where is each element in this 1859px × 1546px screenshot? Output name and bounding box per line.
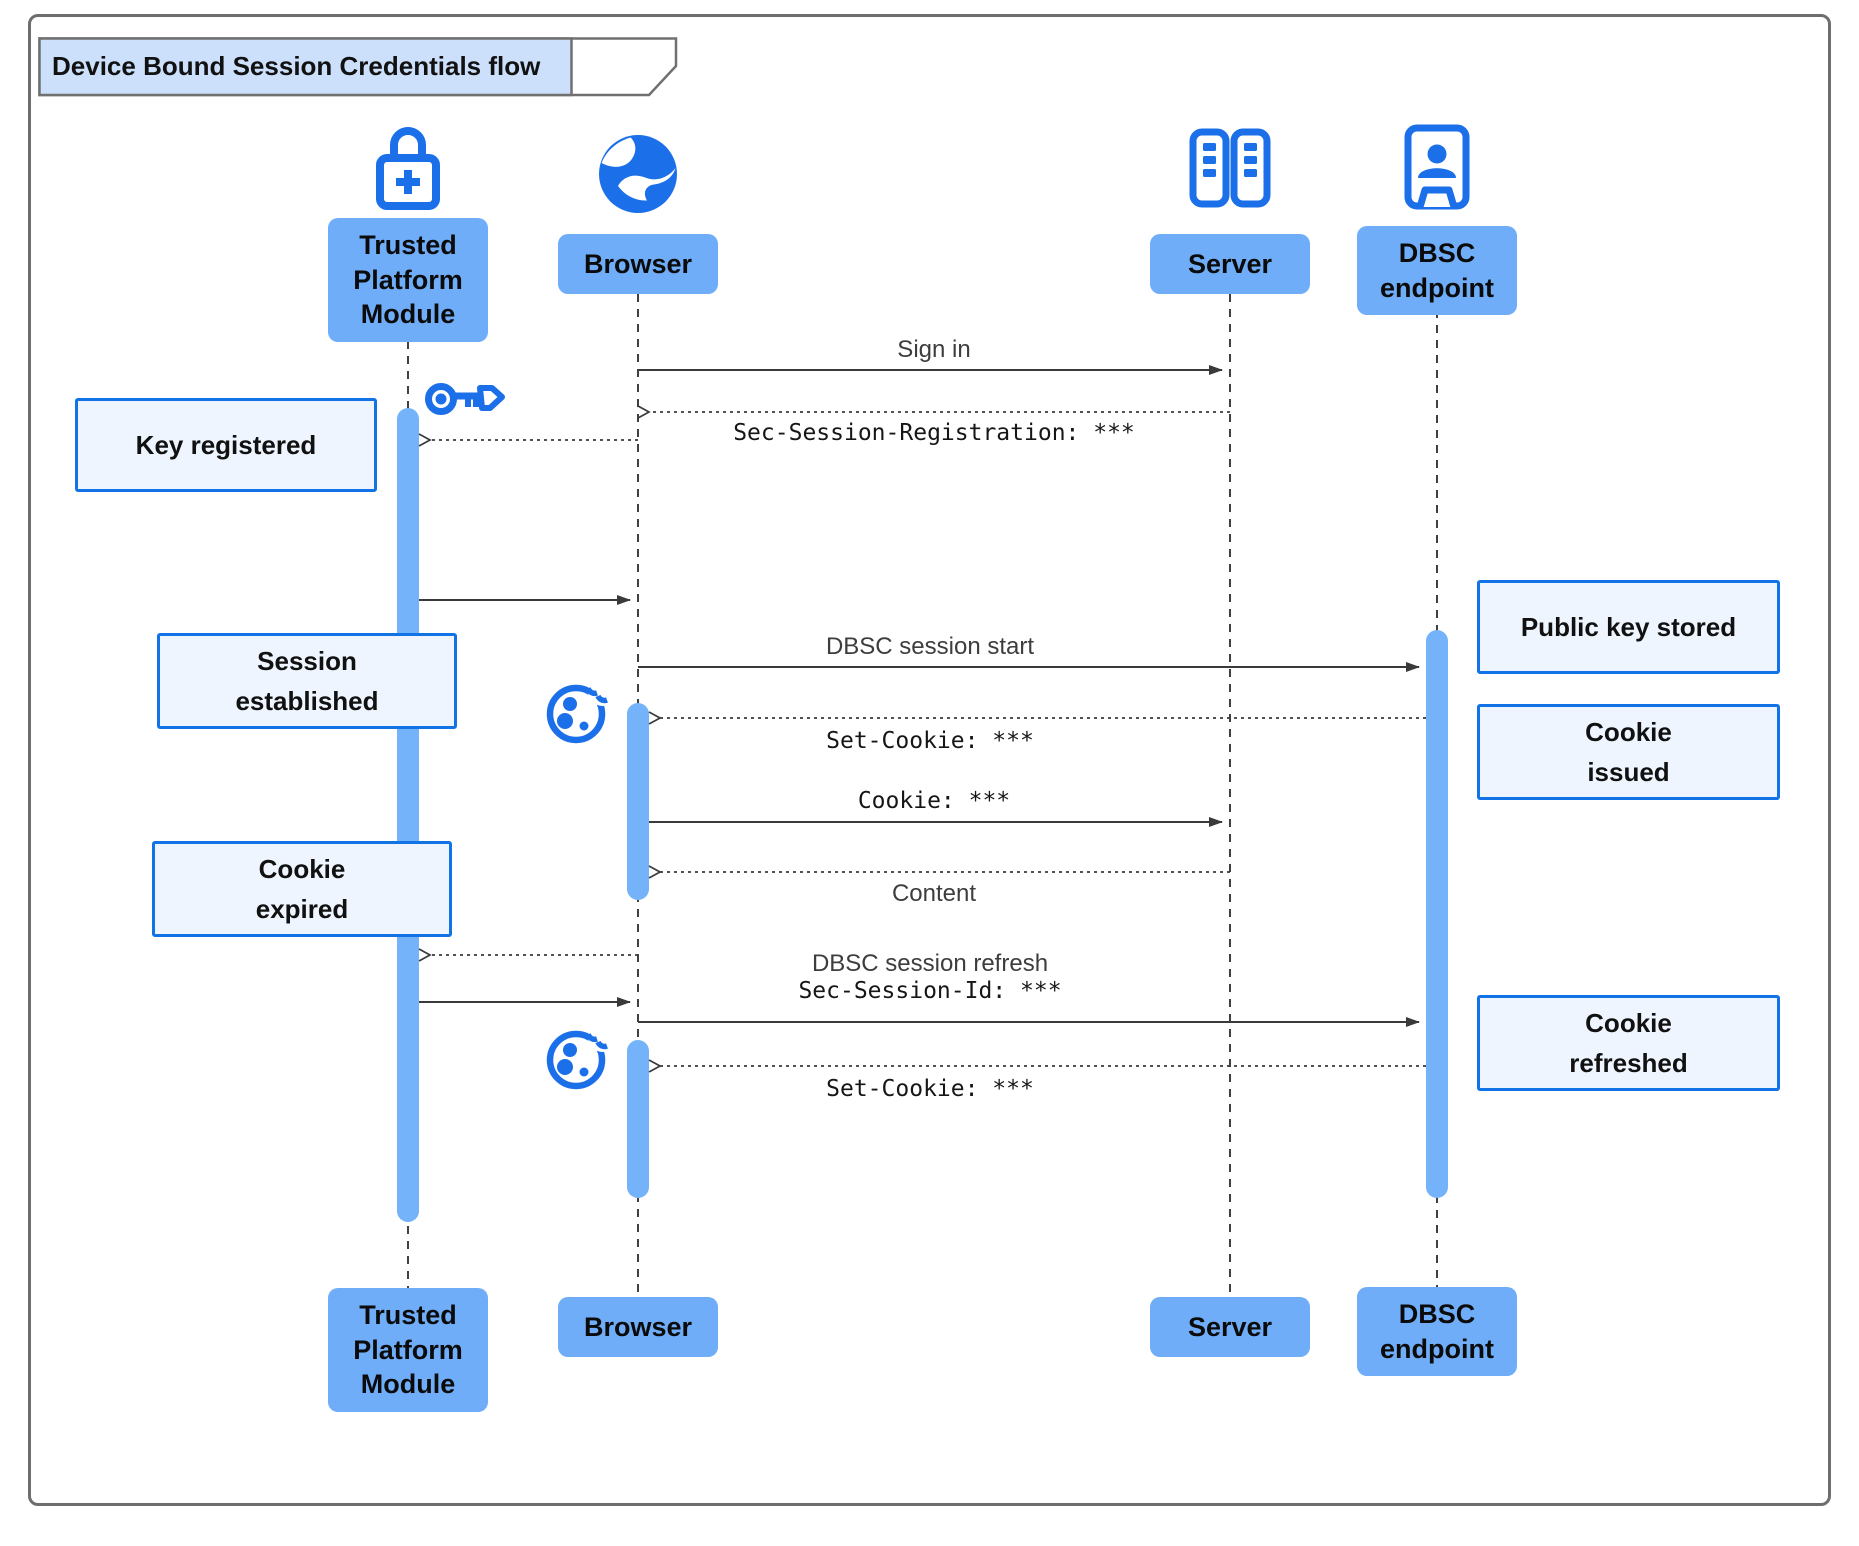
message-label-dbsc-session-refresh: DBSC session refresh — [811, 950, 1049, 977]
actor-bottom-tpm: Trusted Platform Module — [328, 1288, 488, 1412]
note-session-established: Session established — [157, 633, 457, 729]
message-label-sign-in: Sign in — [897, 336, 971, 363]
cookie-icon — [546, 680, 618, 744]
kiosk-person-icon — [1404, 124, 1470, 210]
note-cookie-expired: Cookie expired — [152, 841, 452, 937]
actor-top-browser: Browser — [558, 234, 718, 294]
message-label-set-cookie-1: Set-Cookie: *** — [826, 728, 1034, 754]
actor-bottom-browser: Browser — [558, 1297, 718, 1357]
actor-top-dbsc: DBSC endpoint — [1357, 226, 1517, 316]
globe-icon — [599, 135, 677, 213]
message-label-dbsc-session-start: DBSC session start — [825, 633, 1035, 660]
message-label-set-cookie-2: Set-Cookie: *** — [826, 1076, 1034, 1102]
note-cookie-issued: Cookie issued — [1477, 704, 1780, 800]
cookie-icon — [546, 1026, 618, 1090]
activation-tpm — [397, 408, 419, 1222]
diagram-title: Device Bound Session Credentials flow — [52, 50, 541, 81]
activation-browser-2 — [627, 1040, 649, 1198]
actor-top-tpm: Trusted Platform Module — [328, 218, 488, 342]
diagram-title-tab — [38, 37, 678, 97]
note-key-registered: Key registered — [75, 398, 377, 492]
lock-plus-icon — [376, 127, 440, 210]
note-public-key-stored: Public key stored — [1477, 580, 1780, 674]
message-label-sec-session-id: Sec-Session-Id: *** — [798, 978, 1062, 1004]
actor-bottom-server: Server — [1150, 1297, 1310, 1357]
activation-browser-1 — [627, 703, 649, 900]
activation-dbsc — [1426, 630, 1448, 1198]
actor-bottom-dbsc: DBSC endpoint — [1357, 1287, 1517, 1377]
server-rack-icon — [1189, 128, 1271, 208]
message-label-cookie: Cookie: *** — [857, 788, 1011, 814]
message-label-content: Content — [891, 880, 977, 907]
actor-top-server: Server — [1150, 234, 1310, 294]
message-label-sec-session-registration: Sec-Session-Registration: *** — [733, 420, 1135, 446]
key-icon — [425, 383, 505, 415]
note-cookie-refreshed: Cookie refreshed — [1477, 995, 1780, 1091]
